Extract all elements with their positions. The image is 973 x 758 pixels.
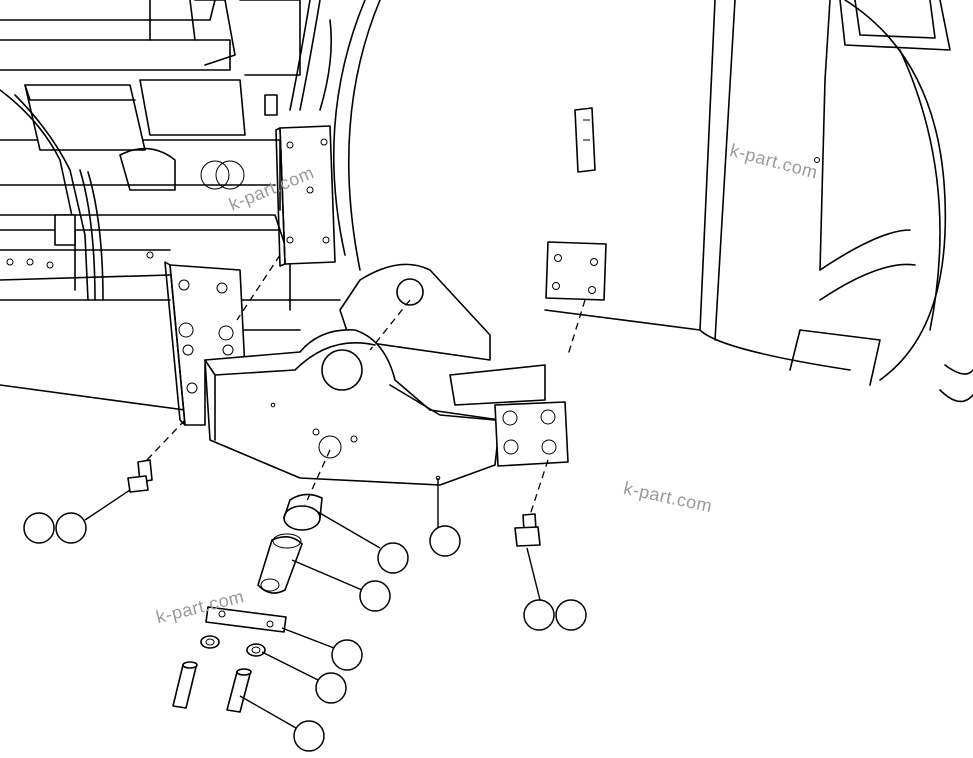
callout-bubble <box>377 542 409 574</box>
callout-bubble <box>359 580 391 612</box>
rear-yoke-bracket <box>339 263 546 406</box>
engine-frame <box>0 0 341 411</box>
callout-bubble <box>315 672 347 704</box>
assembly-lines <box>144 254 586 516</box>
main-bracket <box>204 329 569 486</box>
callout-bubbles <box>23 512 587 752</box>
drum-body <box>332 0 973 403</box>
loose-parts <box>127 459 541 713</box>
callout-bubble <box>293 720 325 752</box>
callout-bubble <box>523 599 555 631</box>
engine-mount-plate <box>275 125 336 267</box>
callout-bubble <box>555 599 587 631</box>
callout-bubble <box>23 512 55 544</box>
callout-leaders <box>84 478 541 729</box>
callout-bubble <box>429 525 461 557</box>
callout-bubble <box>55 512 87 544</box>
callout-bubble <box>331 639 363 671</box>
